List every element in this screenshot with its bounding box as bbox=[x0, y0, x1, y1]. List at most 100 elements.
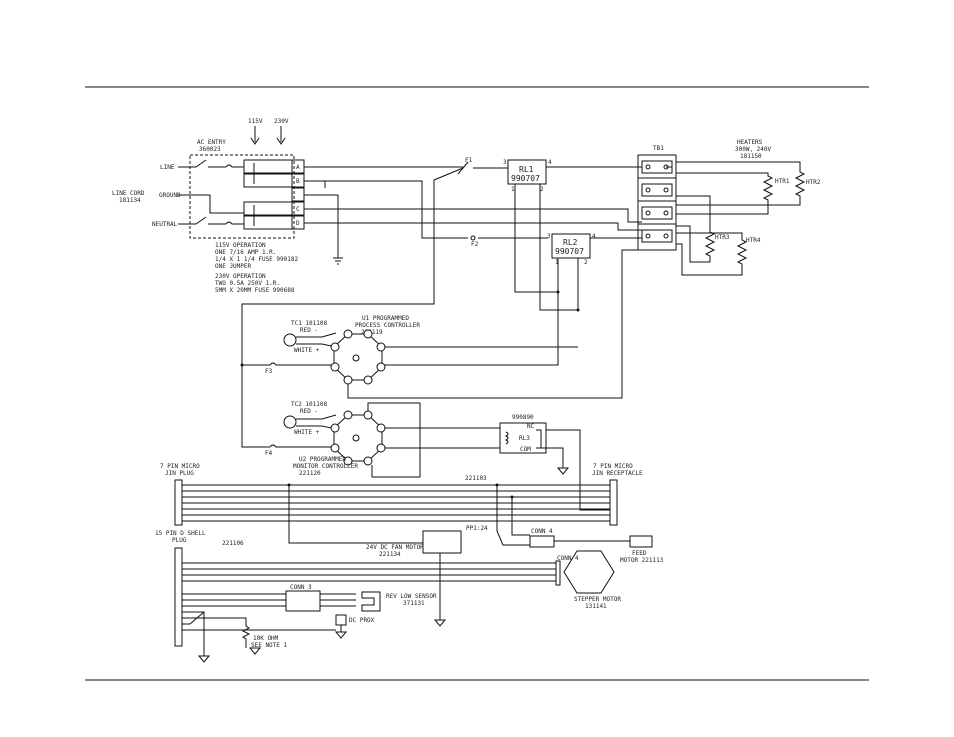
line-label: LINE bbox=[160, 164, 175, 171]
htr2-label: HTR2 bbox=[806, 179, 821, 186]
neutral-label: NEUTRAL bbox=[152, 221, 178, 228]
u2-label: U2 PROGRAMMED bbox=[299, 456, 346, 463]
tc1-label: TC1 101108 bbox=[291, 320, 328, 327]
fuse-f3-label: F3 bbox=[265, 368, 273, 375]
relay-rl3 bbox=[499, 422, 547, 454]
stepper-motor bbox=[563, 550, 615, 594]
rev-sensor-label: REV LOW SENSOR bbox=[386, 593, 437, 600]
dshell-part-number: 221106 bbox=[222, 540, 244, 547]
micro-receptacle-label: 7 PIN MICRO bbox=[593, 463, 633, 470]
conn3-label: CONN 3 bbox=[290, 584, 312, 591]
rl2-pin3: 3 bbox=[547, 233, 551, 240]
feed-motor-label: FEED bbox=[632, 550, 647, 557]
fuse-f2-label: F2 bbox=[471, 241, 479, 248]
terminal-block-tb1 bbox=[637, 154, 677, 251]
u2-label2: MONITOR CONTROLLER bbox=[293, 463, 358, 470]
conn3-connector bbox=[285, 590, 321, 612]
dshell-plug-connector bbox=[174, 547, 183, 647]
tc1-white-label: WHITE + bbox=[294, 347, 320, 354]
fan-motor bbox=[422, 530, 462, 554]
micro-receptacle-label2: JIN RECEPTACLE bbox=[592, 470, 643, 477]
fuse-f4-label: F4 bbox=[265, 450, 273, 457]
thermocouple-tc2 bbox=[283, 415, 297, 429]
micro-plug-connector bbox=[174, 479, 183, 526]
heaters-part-number: 181150 bbox=[740, 153, 762, 160]
dc-prox-sensor bbox=[335, 614, 347, 626]
rl3-part-number: 990890 bbox=[512, 414, 534, 421]
micro-receptacle-connector bbox=[609, 479, 618, 526]
fan-motor-label: 24V DC FAN MOTOR bbox=[366, 544, 424, 551]
conn4-stepper-label: CONN 4 bbox=[557, 555, 579, 562]
feed-motor bbox=[629, 535, 653, 548]
feed-motor-part: MOTOR 221113 bbox=[620, 557, 664, 564]
tc2-red-label: RED - bbox=[300, 408, 318, 415]
controller-u1 bbox=[333, 333, 383, 381]
u1-label: U1 PROGRAMMED bbox=[362, 315, 409, 322]
pp1-label: PP1:24 bbox=[466, 525, 488, 532]
voltage-115-label: 115V bbox=[248, 118, 263, 125]
rl2-pin4: 4 bbox=[592, 233, 596, 240]
ground-label: GROUND bbox=[159, 192, 181, 199]
rl3-com-label: COM bbox=[520, 446, 531, 453]
relay-rl2-label: RL2 bbox=[563, 238, 578, 247]
stepper-motor-label: STEPPER MOTOR bbox=[574, 596, 621, 603]
rl2-pin1: 1 bbox=[555, 259, 559, 266]
tc2-white-label: WHITE + bbox=[294, 429, 320, 436]
rl3-label: RL3 bbox=[519, 435, 530, 442]
ac-entry-module bbox=[189, 154, 295, 239]
tc1-red-label: RED - bbox=[300, 327, 318, 334]
relay-rl1 bbox=[507, 159, 547, 185]
conn4-feed-label: CONN 4 bbox=[531, 528, 553, 535]
rev-sensor-part: 371131 bbox=[403, 600, 425, 607]
terminal-a: A bbox=[296, 164, 300, 171]
u2-part-number: 221120 bbox=[299, 470, 321, 477]
micro-plug-label: 7 PIN MICRO bbox=[160, 463, 200, 470]
micro-plug-label2: JIN PLUG bbox=[165, 470, 194, 477]
u1-label2: PROCESS CONTROLLER bbox=[355, 322, 420, 329]
htr1-label: HTR1 bbox=[775, 178, 790, 185]
rl1-pin4: 4 bbox=[548, 159, 552, 166]
dc-prox-label: DC PROX bbox=[349, 617, 375, 624]
rl3-nc-label: NC bbox=[527, 423, 535, 430]
terminal-d: D bbox=[296, 220, 300, 227]
stepper-motor-part: 131141 bbox=[585, 603, 607, 610]
rl2-pin2: 2 bbox=[584, 259, 588, 266]
line-cord-label: LINE CORD bbox=[112, 190, 145, 197]
thermocouple-tc1 bbox=[283, 333, 297, 347]
op115-line4: ONE JUMPER bbox=[215, 263, 252, 270]
line-cord-part-number: 181134 bbox=[119, 197, 141, 204]
resistor-note-label2: SEE NOTE 1 bbox=[251, 642, 288, 649]
cable-221103-label: 221103 bbox=[465, 475, 487, 482]
controller-u2 bbox=[333, 414, 383, 462]
heaters-rating: 300W, 240V bbox=[735, 146, 772, 153]
rl1-pin2: 2 bbox=[540, 186, 544, 193]
op115-line1: 115V OPERATION bbox=[215, 242, 266, 249]
heaters-label: HEATERS bbox=[737, 139, 763, 146]
rl1-pin3: 3 bbox=[503, 159, 507, 166]
dshell-label: 15 PIN D SHELL bbox=[155, 530, 206, 537]
fuse-f1-label: F1 bbox=[465, 157, 473, 164]
op230-line1: 230V OPERATION bbox=[215, 273, 266, 280]
op115-line3: 1/4 X 1 1/4 FUSE 990182 bbox=[215, 256, 298, 263]
op115-line2: ONE 7/16 AMP 1.R. bbox=[215, 249, 276, 256]
resistor-note-label: 10K OHM bbox=[253, 635, 279, 642]
rl1-pin1: 1 bbox=[511, 186, 515, 193]
htr3-label: HTR3 bbox=[715, 234, 730, 241]
relay-rl1-part: 990707 bbox=[511, 174, 540, 183]
ac-entry-label: AC ENTRY bbox=[197, 139, 226, 146]
relay-rl2-part: 990707 bbox=[555, 247, 584, 256]
dshell-label2: PLUG bbox=[172, 537, 187, 544]
ac-entry-part-number: 360023 bbox=[199, 146, 221, 153]
relay-rl1-label: RL1 bbox=[519, 165, 534, 174]
fan-motor-part: 221134 bbox=[379, 551, 401, 558]
op230-line3: 5MM X 20MM FUSE 990688 bbox=[215, 287, 295, 294]
htr4-label: HTR4 bbox=[746, 237, 761, 244]
voltage-230-label: 230V bbox=[274, 118, 289, 125]
relay-rl2 bbox=[551, 233, 591, 259]
terminal-c: C bbox=[296, 206, 300, 213]
terminal-b: B bbox=[296, 178, 300, 185]
op230-line2: TWO 0.5A 250V 1.R. bbox=[215, 280, 280, 287]
tb1-label: TB1 bbox=[653, 145, 664, 152]
tc2-label: TC2 101108 bbox=[291, 401, 328, 408]
